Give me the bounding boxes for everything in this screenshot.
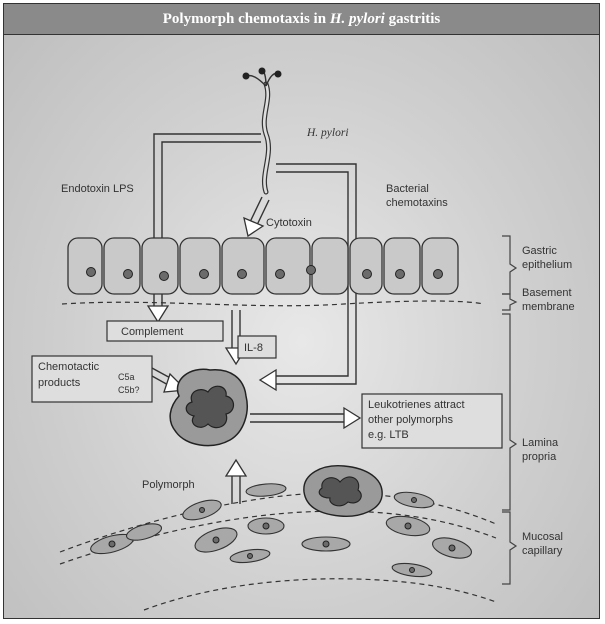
complement-label: Complement [121, 326, 183, 338]
c5b-label: C5b? [118, 385, 140, 395]
polymorph-migration-arrow [226, 460, 246, 504]
organism-label: H. pylori [306, 127, 349, 139]
diagram-canvas: H. pylori Endotoxin LPS Bacterial chemot… [4, 4, 600, 619]
h-pylori-bacterium [243, 68, 282, 193]
basement-membrane [62, 301, 484, 306]
lamina-propria-brace [502, 314, 516, 510]
chemotactic-label-line1: Chemotactic [38, 361, 100, 373]
polymorph-cell [170, 369, 247, 445]
gastric-epithelium [68, 238, 458, 294]
leukotrienes-label-line2: other polymorphs [368, 414, 453, 426]
lamina-label-line2: propria [522, 451, 557, 463]
basement-label-line1: Basement [522, 287, 572, 299]
gastric-label-line2: epithelium [522, 259, 572, 271]
basement-label-line2: membrane [522, 301, 575, 313]
gastric-label-line1: Gastric [522, 245, 557, 257]
mucosal-label-line2: capillary [522, 545, 563, 557]
il8-label: IL-8 [244, 342, 263, 354]
bacterial-chemotaxins-label-line1: Bacterial [386, 183, 429, 195]
basement-membrane-brace [502, 294, 516, 310]
extravasating-polymorph [304, 466, 382, 517]
flagellum-tip [275, 71, 282, 78]
gastric-epithelium-brace [502, 236, 516, 294]
c5a-label: C5a [118, 372, 135, 382]
mucosal-capillary-brace [502, 512, 516, 584]
bacterial-chemotaxins-label-line2: chemotaxins [386, 197, 448, 209]
lamina-label-line1: Lamina [522, 437, 559, 449]
flagellum-tip [243, 73, 250, 80]
cytotoxin-label: Cytotoxin [266, 217, 312, 229]
diagram-frame: Polymorph chemotaxis in H. pylori gastri… [3, 3, 600, 619]
leukotrienes-arrow [250, 408, 360, 428]
endotoxin-label: Endotoxin LPS [61, 183, 134, 195]
mucosal-label-line1: Mucosal [522, 531, 563, 543]
flagellum-tip [259, 68, 266, 75]
chemotactic-label-line2: products [38, 377, 81, 389]
leukotrienes-label-line1: Leukotrienes attract [368, 399, 465, 411]
leukotrienes-label-line3: e.g. LTB [368, 429, 409, 441]
mucosal-capillary [60, 482, 496, 610]
polymorph-label: Polymorph [142, 479, 195, 491]
